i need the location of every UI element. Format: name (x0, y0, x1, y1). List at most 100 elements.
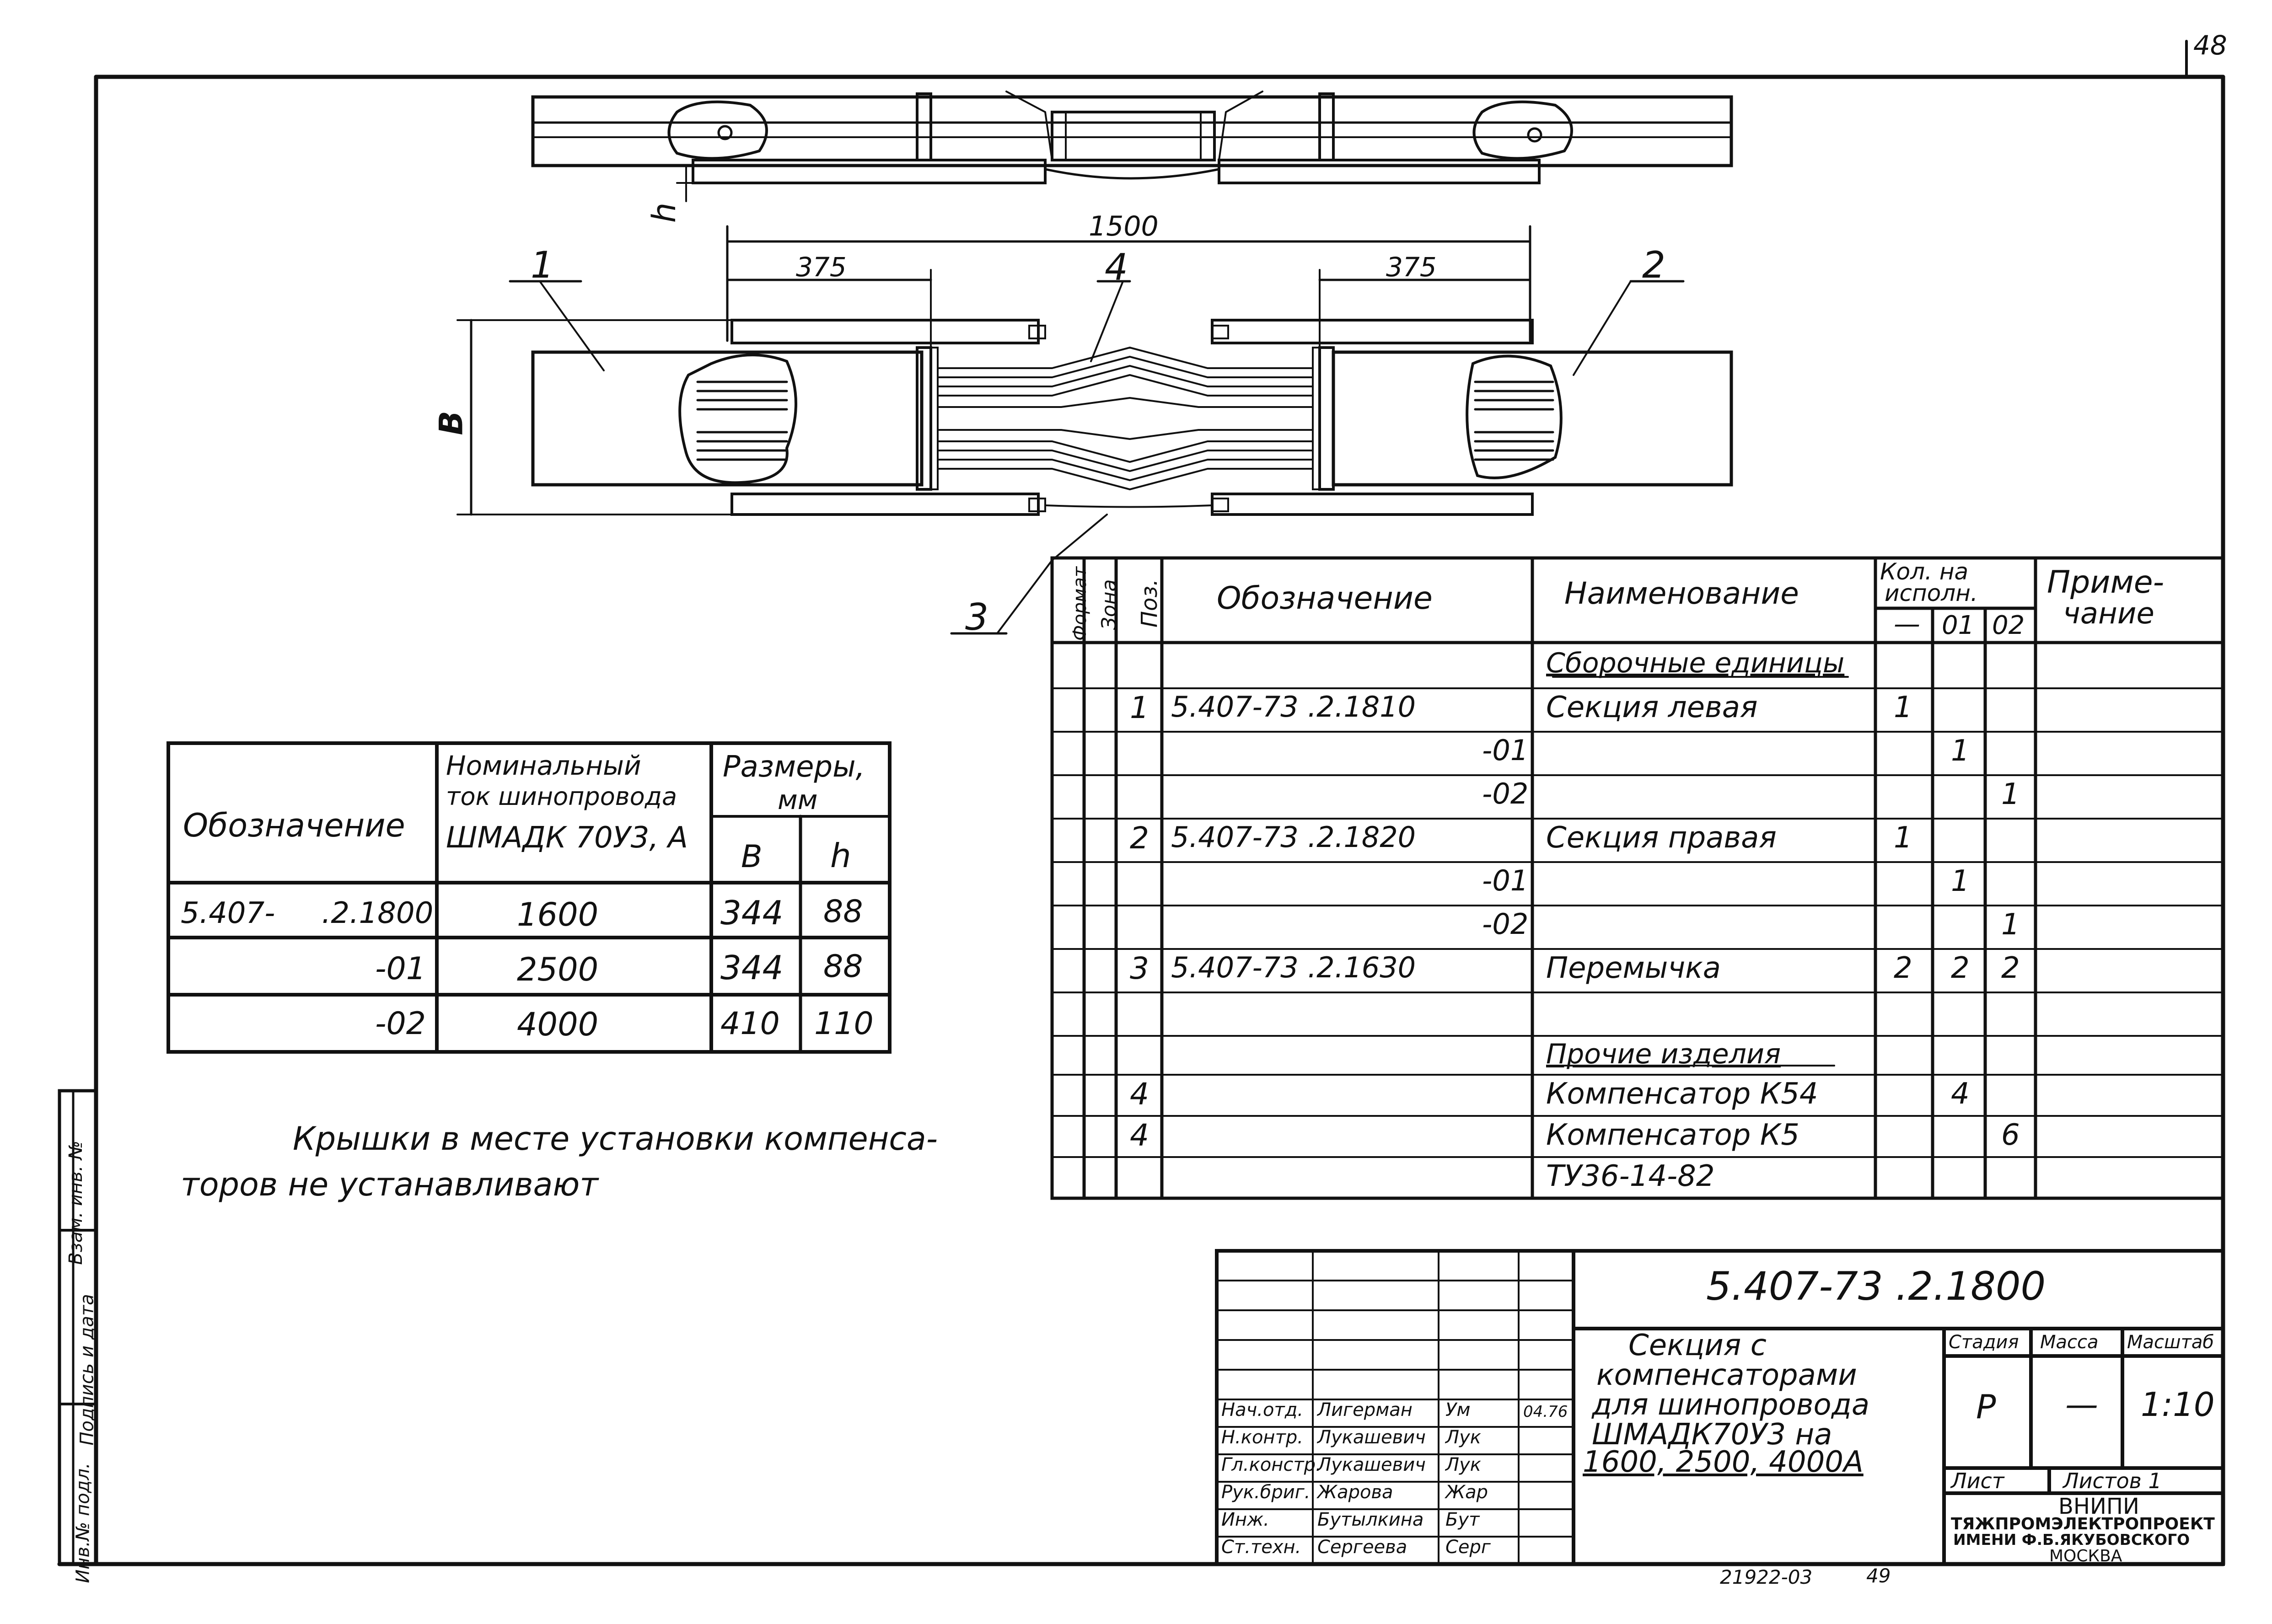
spec-row-q1: 4 (1951, 1077, 1970, 1111)
spec-row-q1: 1 (1951, 734, 1970, 768)
signature-name: Лигерман (1317, 1399, 1413, 1420)
header-stage: Стадия (1949, 1332, 2019, 1353)
side-stamp-field-2: Подпись и дата (76, 1294, 98, 1446)
spec-row-q0: 1 (1894, 691, 1912, 724)
spec-header-zone: Зона (1097, 579, 1121, 630)
dimension-h: h (645, 202, 683, 223)
spec-row-name: Прочие изделия (1546, 1038, 1781, 1070)
spec-row-name: Сборочные единицы (1546, 647, 1845, 679)
sheets-label: Листов 1 (2063, 1469, 2162, 1493)
org-line-2: ТЯЖПРОМЭЛЕКТРОПРОЕКТ (1951, 1515, 2215, 1533)
size-table-header-current-3: ШМАДК 70У3, А (446, 821, 688, 855)
spec-header-qty-2: исполн. (1885, 580, 1978, 606)
dimension-b: B (432, 411, 470, 435)
size-row-1-h: 88 (823, 894, 863, 930)
signature-role: Рук.бриг. (1221, 1482, 1311, 1503)
spec-row-designation: -02 (1482, 907, 1529, 941)
dimension-375-right: 375 (1386, 252, 1437, 283)
size-table-header-current-1: Номинальный (446, 750, 641, 781)
spec-row-name: Секция правая (1546, 821, 1777, 855)
spec-header-designation: Обозначение (1217, 580, 1433, 616)
spec-header-qty-02: 02 (1992, 611, 2025, 640)
spec-header-name: Наименование (1564, 576, 1799, 611)
date-mark: 04.76 (1523, 1403, 1568, 1421)
note-line-1: Крышки в месте установки компенса- (293, 1120, 938, 1158)
signature-role: Инж. (1221, 1509, 1269, 1530)
size-row-1-b: 344 (720, 894, 784, 932)
title-line-4: ШМАДК70У3 на (1592, 1418, 1832, 1452)
size-row-3-current: 4000 (517, 1006, 599, 1043)
spec-row-q2: 2 (2001, 951, 2020, 985)
size-table-header-b: В (741, 839, 763, 875)
spec-row-pos: 1 (1130, 690, 1149, 725)
spec-row-pos: 3 (1130, 951, 1149, 986)
spec-header-format: Формат (1069, 566, 1091, 641)
spec-row-designation: 5.407-73 .2.1820 (1171, 820, 1416, 854)
spec-header-pos: Поз. (1137, 579, 1163, 628)
size-row-2-designation: -01 (375, 951, 426, 987)
sheet-label: Лист (1951, 1469, 2004, 1493)
spec-header-qty-1: Кол. на (1880, 558, 1969, 585)
side-stamp-field-1: Инв.№ подл. (72, 1463, 94, 1583)
spec-row-q2: 6 (2001, 1118, 2020, 1152)
header-mass: Масса (2040, 1332, 2099, 1353)
spec-header-qty-0: — (1894, 608, 1920, 639)
callout-3: 3 (965, 596, 988, 638)
signature-name: Лукашевич (1317, 1427, 1426, 1448)
footer-page: 49 (1866, 1565, 1891, 1587)
signature-role: Гл.констр. (1221, 1454, 1321, 1475)
signature-sign: Лук (1445, 1427, 1481, 1448)
title-line-1: Секция с (1628, 1329, 1767, 1362)
size-row-3-h: 110 (814, 1006, 874, 1042)
signature-sign: Ум (1445, 1399, 1471, 1420)
spec-row-designation: -01 (1482, 864, 1529, 897)
title-line-3: для шинопровода (1592, 1388, 1870, 1422)
dimension-1500: 1500 (1089, 210, 1159, 242)
spec-row-pos: 4 (1130, 1077, 1149, 1112)
title-line-5: 1600, 2500, 4000А (1583, 1445, 1864, 1479)
signature-sign: Серг (1445, 1537, 1491, 1558)
spec-header-note-1: Приме- (2047, 564, 2165, 600)
header-scale: Масштаб (2127, 1332, 2214, 1353)
sheet-corner-number: 48 (2193, 30, 2227, 61)
size-row-2-b: 344 (720, 949, 784, 987)
signature-role: Н.контр. (1221, 1427, 1303, 1448)
size-table-header-sizes-1: Размеры, (723, 750, 865, 784)
spec-row-name: ТУ36-14-82 (1546, 1159, 1715, 1193)
signature-name: Лукашевич (1317, 1454, 1426, 1475)
spec-row-q2: 1 (2001, 777, 2020, 811)
side-stamp-field-3: Взам. инв. № (65, 1141, 86, 1265)
spec-row-q0: 2 (1894, 951, 1912, 985)
spec-row-name: Компенсатор К54 (1546, 1077, 1818, 1111)
spec-row-q1: 1 (1951, 864, 1970, 898)
signature-name: Бутылкина (1317, 1509, 1424, 1530)
size-row-3-designation: -02 (375, 1006, 426, 1042)
spec-row-designation: -02 (1482, 777, 1529, 810)
size-row-3-b: 410 (720, 1006, 780, 1042)
size-row-2-h: 88 (823, 949, 863, 985)
spec-row-q2: 1 (2001, 908, 2020, 942)
callout-2: 2 (1642, 244, 1665, 286)
note-line-2: торов не устанавливают (181, 1166, 599, 1203)
callout-4: 4 (1105, 246, 1128, 289)
spec-row-q1: 2 (1951, 951, 1970, 985)
callout-1: 1 (531, 244, 554, 286)
size-row-2-current: 2500 (517, 951, 599, 988)
signature-sign: Бут (1445, 1509, 1480, 1530)
org-line-1: ВНИПИ (2058, 1494, 2139, 1519)
org-line-3: ИМЕНИ Ф.Б.ЯКУБОВСКОГО (1953, 1531, 2190, 1549)
spec-row-designation: -01 (1482, 734, 1529, 767)
spec-row-pos: 2 (1130, 820, 1149, 856)
org-line-4: МОСКВА (2049, 1547, 2122, 1565)
spec-row-name: Компенсатор К5 (1546, 1118, 1799, 1152)
signature-name: Сергеева (1317, 1537, 1407, 1558)
signature-name: Жарова (1317, 1482, 1393, 1503)
spec-row-designation: 5.407-73 .2.1630 (1171, 951, 1416, 984)
size-table-header-designation: Обозначение (183, 807, 405, 844)
size-table-header-sizes-2: мм (778, 784, 818, 815)
spec-header-qty-01: 01 (1942, 611, 1975, 640)
signature-role: Ст.техн. (1221, 1537, 1301, 1558)
spec-row-name: Перемычка (1546, 951, 1721, 985)
spec-row-name: Секция левая (1546, 691, 1758, 724)
scale-value: 1:10 (2141, 1385, 2215, 1424)
